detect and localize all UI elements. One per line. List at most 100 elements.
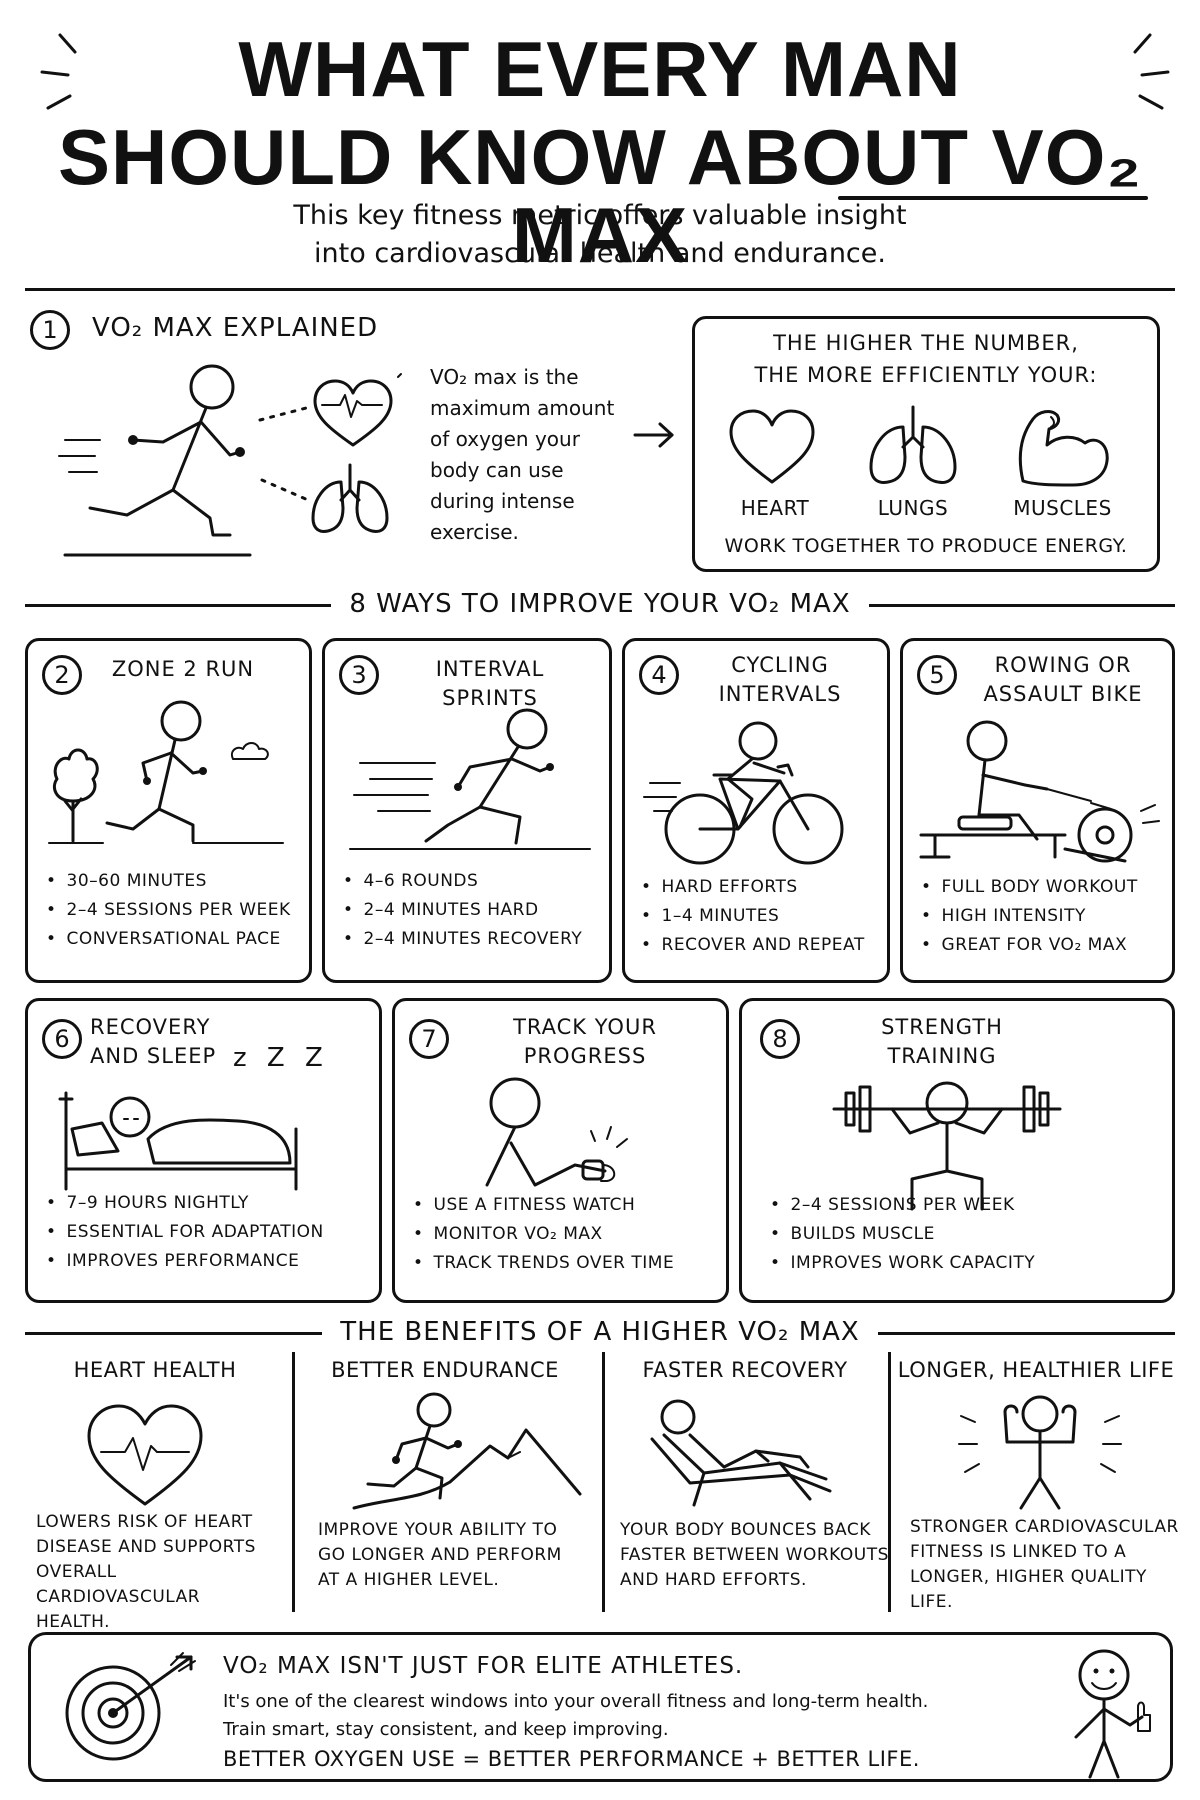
description-line: VO₂ max is the	[430, 365, 579, 389]
way-card-interval-sprints: 3 INTERVAL SPRINTS 4–6 ROUNDS 2–4 MINUTE…	[322, 638, 612, 983]
organ-label-heart: HEART	[740, 496, 810, 520]
mountain-runner-icon	[352, 1392, 582, 1510]
benefit-title-longer-life: LONGER, HEALTHIER LIFE	[897, 1358, 1175, 1382]
bullet-item: HARD EFFORTS	[641, 873, 865, 902]
way-number: 6	[42, 1019, 82, 1059]
way-title: INTERVAL SPRINTS	[435, 657, 545, 710]
title-underline	[838, 196, 1148, 200]
way-number: 7	[409, 1019, 449, 1059]
bullet-item: IMPROVES WORK CAPACITY	[770, 1249, 1035, 1278]
section-number-1: 1	[30, 310, 70, 350]
benefit-title-heart-health: HEART HEALTH	[73, 1358, 237, 1382]
ways-heading: 8 WAYS TO IMPROVE YOUR VO₂ MAX	[0, 589, 1200, 619]
way-bullets: 2–4 SESSIONS PER WEEK BUILDS MUSCLE IMPR…	[770, 1191, 1035, 1278]
tree-runner-cloud-icon	[48, 700, 284, 844]
footer-headline: VO₂ MAX ISN'T JUST FOR ELITE ATHLETES.	[223, 1653, 744, 1679]
bullet-item: 2–4 MINUTES RECOVERY	[343, 925, 582, 954]
heart-pulse-icon	[258, 373, 402, 502]
benefit-text-line: DISEASE AND SUPPORTS	[36, 1537, 256, 1557]
page-title-line-1: WHAT EVERY MAN	[238, 25, 962, 113]
benefit-text-line: FASTER BETWEEN WORKOUTS	[620, 1545, 889, 1565]
subtitle-line-2: into cardiovascular health and endurance…	[314, 238, 886, 269]
bullet-item: CONVERSATIONAL PACE	[46, 925, 291, 954]
bullet-item: HIGH INTENSITY	[921, 902, 1138, 931]
footer-callout: VO₂ MAX ISN'T JUST FOR ELITE ATHLETES. I…	[28, 1632, 1173, 1782]
lungs-icon	[311, 463, 389, 533]
explained-heading: VO₂ MAX EXPLAINED	[92, 313, 379, 343]
thumbs-up-figure-icon	[1074, 1649, 1151, 1779]
benefit-text-heart-health: LOWERS RISK OF HEART DISEASE AND SUPPORT…	[36, 1510, 286, 1635]
bullet-item: 2–4 MINUTES HARD	[343, 896, 582, 925]
way-bullets: 4–6 ROUNDS 2–4 MINUTES HARD 2–4 MINUTES …	[343, 867, 582, 954]
way-card-cycling-intervals: 4 CYCLING INTERVALS HARD EFFORTS 1–4 MIN…	[622, 638, 890, 983]
sprinter-icon	[349, 708, 591, 850]
fitness-watch-icon	[485, 1077, 628, 1187]
way-title: ZONE 2 RUN	[111, 657, 255, 681]
benefit-text-line: OVERALL CARDIOVASCULAR	[36, 1562, 201, 1607]
way-title: ROWING OR ASSAULT BIKE	[983, 653, 1143, 706]
benefit-text-line: AT A HIGHER LEVEL.	[318, 1570, 500, 1590]
bullet-item: 2–4 SESSIONS PER WEEK	[46, 896, 291, 925]
way-number: 3	[339, 655, 379, 695]
target-arrow-icon	[65, 1652, 196, 1761]
bullet-item: 1–4 MINUTES	[641, 902, 865, 931]
cyclist-icon	[643, 721, 844, 865]
efficiency-box-footer: WORK TOGETHER TO PRODUCE ENERGY.	[724, 535, 1128, 557]
footer-line-3: BETTER OXYGEN USE = BETTER PERFORMANCE +…	[223, 1747, 920, 1771]
heart-icon	[729, 409, 815, 484]
sleep-z-letters: z Z Z	[233, 1043, 329, 1073]
efficiency-box: THE HIGHER THE NUMBER, THE MORE EFFICIEN…	[692, 316, 1160, 572]
heart-pulse-icon	[87, 1404, 203, 1506]
bullet-item: ESSENTIAL FOR ADAPTATION	[46, 1218, 324, 1247]
lungs-icon	[869, 405, 957, 484]
benefit-text-line: LONGER, HIGHER QUALITY	[910, 1567, 1147, 1587]
benefits-heading: THE BENEFITS OF A HIGHER VO₂ MAX	[0, 1317, 1200, 1347]
bullet-item: 4–6 ROUNDS	[343, 867, 582, 896]
benefit-separator	[602, 1352, 605, 1612]
description-line: exercise.	[430, 520, 519, 544]
bullet-item: 7–9 HOURS NIGHTLY	[46, 1189, 324, 1218]
description-line: maximum amount	[430, 396, 615, 420]
way-bullets: FULL BODY WORKOUT HIGH INTENSITY GREAT F…	[921, 873, 1138, 960]
description-line: of oxygen your	[430, 427, 580, 451]
way-card-strength-training: 8 STRENGTH TRAINING 2–4 SESSIONS PER WEE…	[739, 998, 1175, 1303]
description-line: during intense	[430, 489, 575, 513]
header-divider	[25, 288, 1175, 291]
way-number: 8	[760, 1019, 800, 1059]
way-card-zone-2-run: 2 ZONE 2 RUN 30–60 MINUTES 2–4 SESSIONS …	[25, 638, 312, 983]
benefit-title-faster-recovery: FASTER RECOVERY	[642, 1358, 848, 1382]
page-title-line-2: SHOULD KNOW ABOUT VO₂ MAX	[57, 113, 1143, 279]
bullet-item: TRACK TRENDS OVER TIME	[413, 1249, 674, 1278]
bullet-item: FULL BODY WORKOUT	[921, 873, 1138, 902]
benefit-text-line: HEALTH.	[36, 1612, 111, 1632]
benefit-separator	[888, 1352, 891, 1612]
bullet-item: USE A FITNESS WATCH	[413, 1191, 674, 1220]
footer-line-2: Train smart, stay consistent, and keep i…	[223, 1719, 669, 1740]
burst-lines-right-icon	[1133, 33, 1170, 110]
way-card-track-progress: 7 TRACK YOUR PROGRESS USE A FITNESS WATC…	[392, 998, 729, 1303]
bullet-item: GREAT FOR VO₂ MAX	[921, 931, 1138, 960]
way-card-rowing-assault-bike: 5 ROWING OR ASSAULT BIKE FULL BODY WORKO…	[900, 638, 1175, 983]
organ-label-muscles: MUSCLES	[1013, 496, 1112, 520]
benefit-text-line: FITNESS IS LINKED TO A	[910, 1542, 1127, 1562]
organ-label-lungs: LUNGS	[877, 496, 949, 520]
subtitle-line-1: This key fitness metric offers valuable …	[293, 200, 907, 231]
way-title: STRENGTH TRAINING	[881, 1015, 1003, 1068]
benefit-text-line: LOWERS RISK OF HEART	[36, 1512, 253, 1532]
recliner-icon	[650, 1399, 832, 1507]
cloud-icon	[231, 742, 269, 760]
benefit-separator	[292, 1352, 295, 1612]
explained-description: VO₂ max is the maximum amount of oxygen …	[430, 362, 614, 548]
bullet-item: 30–60 MINUTES	[46, 867, 291, 896]
sleeping-person-icon	[58, 1091, 298, 1191]
description-line: body can use	[430, 458, 564, 482]
way-title: RECOVERY AND SLEEP	[90, 1015, 217, 1068]
efficiency-box-title-1: THE HIGHER THE NUMBER,	[773, 331, 1079, 355]
flexing-figure-icon	[958, 1395, 1122, 1510]
benefit-text-line: AND HARD EFFORTS.	[620, 1570, 807, 1590]
way-bullets: USE A FITNESS WATCH MONITOR VO₂ MAX TRAC…	[413, 1191, 674, 1278]
benefit-text-better-endurance: IMPROVE YOUR ABILITY TO GO LONGER AND PE…	[318, 1518, 593, 1593]
way-title: CYCLING INTERVALS	[718, 653, 842, 706]
benefit-text-faster-recovery: YOUR BODY BOUNCES BACK FASTER BETWEEN WO…	[620, 1518, 890, 1593]
running-figure-icon	[58, 364, 252, 557]
